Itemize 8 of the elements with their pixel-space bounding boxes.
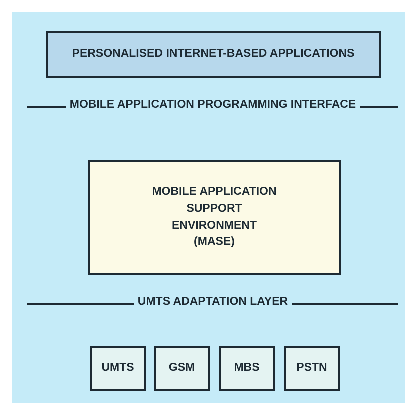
network-box: MBS (219, 346, 275, 391)
network-box: UMTS (90, 346, 146, 391)
layer-label: MOBILE APPLICATION PROGRAMMING INTERFACE (70, 99, 356, 111)
network-box: PSTN (284, 346, 340, 391)
support-environment-box: MOBILE APPLICATION SUPPORT ENVIRONMENT (MASE) (88, 160, 341, 275)
application-layer-box: PERSONALISED INTERNET-BASED APPLICATIONS (46, 31, 381, 78)
layer-label: UMTS ADAPTATION LAYER (138, 296, 288, 308)
network-box: GSM (154, 346, 210, 391)
